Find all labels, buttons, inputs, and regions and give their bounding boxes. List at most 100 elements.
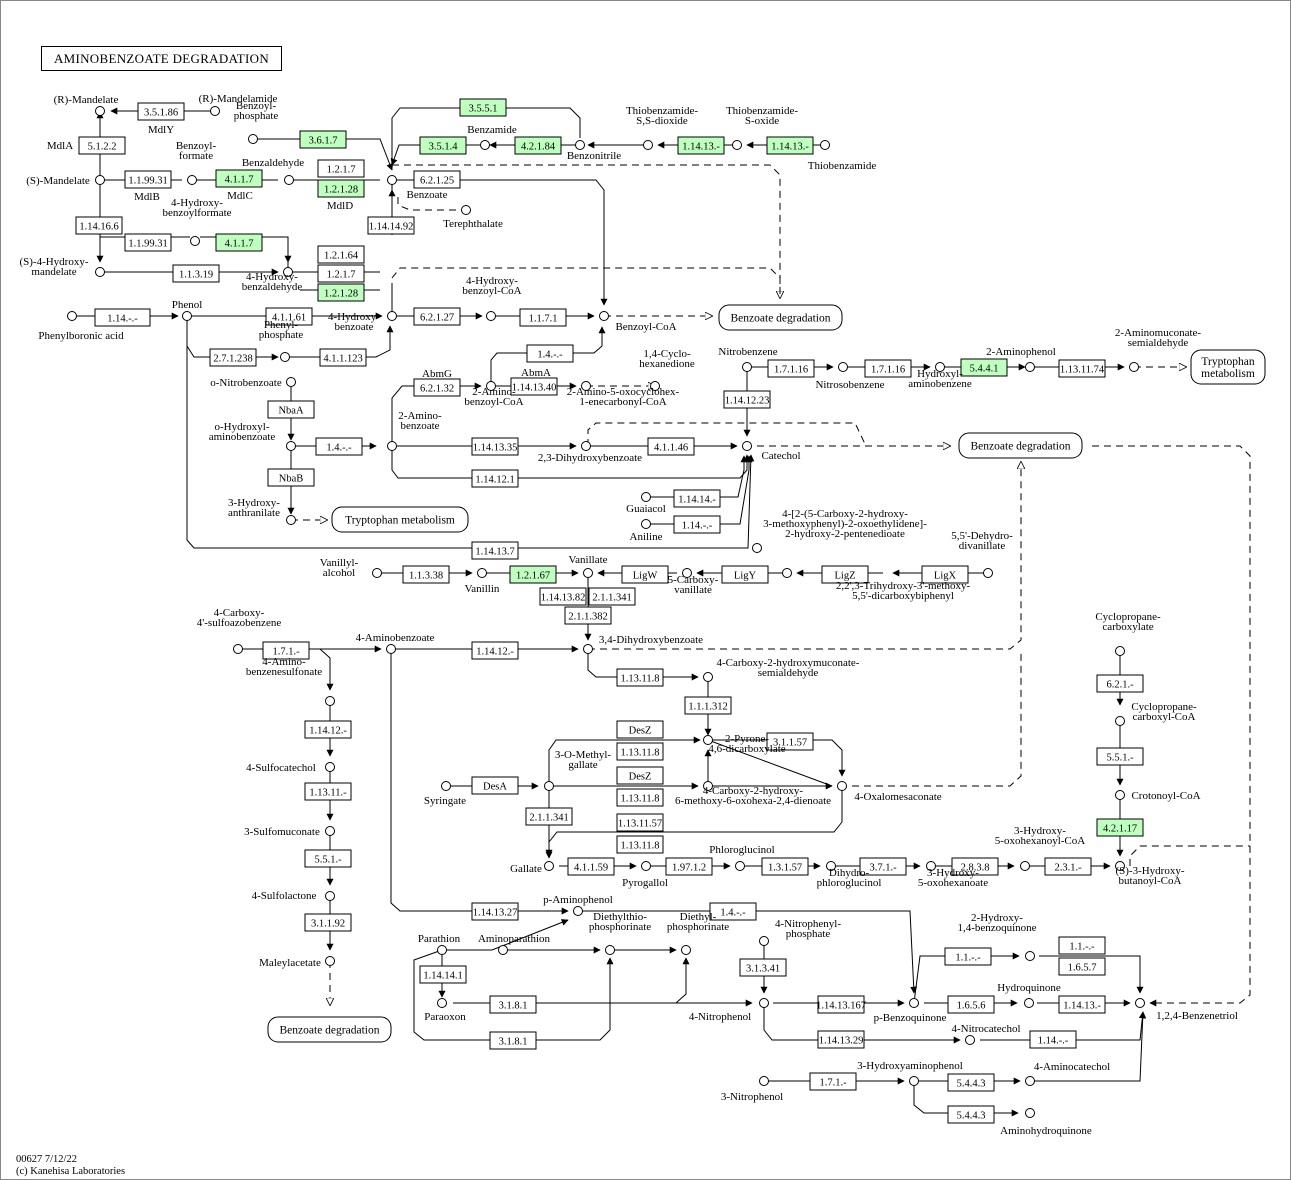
enzyme-box-1-14-13[interactable]: 1.14.13.- xyxy=(677,136,725,155)
enzyme-box-1-7-1-16[interactable]: 1.7.1.16 xyxy=(864,359,912,378)
enzyme-box-1-1-3-38[interactable]: 1.1.3.38 xyxy=(402,565,450,584)
compound-4-nitrophenol[interactable] xyxy=(759,998,769,1008)
enzyme-box-3-5-1-4[interactable]: 3.5.1.4 xyxy=(419,136,467,155)
enzyme-box-6-2-1-27[interactable]: 6.2.1.27 xyxy=(413,307,461,326)
enzyme-box-1-14-13-7[interactable]: 1.14.13.7 xyxy=(471,541,519,560)
enzyme-box-2-8-3-8[interactable]: 2.8.3.8 xyxy=(951,857,999,876)
compound-terephthalate[interactable] xyxy=(461,205,471,215)
compound-diethyl-phosphorinate[interactable] xyxy=(681,945,691,955)
enzyme-box-1-14-13-40[interactable]: 1.14.13.40 xyxy=(510,377,558,396)
compound-maleylacetate[interactable] xyxy=(325,956,335,966)
enzyme-box-1-2-1-64[interactable]: 1.2.1.64 xyxy=(317,245,365,264)
enzyme-box-4-2-1-17[interactable]: 4.2.1.17 xyxy=(1096,818,1144,837)
enzyme-box-1-2-1-7[interactable]: 1.2.1.7 xyxy=(317,264,365,283)
compound-aminoparathion[interactable] xyxy=(498,945,508,955)
compound-o-nitrobenzoate[interactable] xyxy=(286,377,296,387)
enzyme-box-5-4-4-3[interactable]: 5.4.4.3 xyxy=(947,1073,995,1092)
compound-crotonoyl-coa[interactable] xyxy=(1115,790,1125,800)
enzyme-box-5-4-4-1[interactable]: 5.4.4.1 xyxy=(960,358,1008,377)
compound-catechol[interactable] xyxy=(742,441,752,451)
enzyme-box-1-3-1-57[interactable]: 1.3.1.57 xyxy=(761,857,809,876)
compound-3-sulfomuconate[interactable] xyxy=(325,826,335,836)
compound-phenol[interactable] xyxy=(182,311,192,321)
enzyme-box-1-14-16-6[interactable]: 1.14.16.6 xyxy=(75,216,123,235)
enzyme-box-1-14[interactable]: 1.14.-.- xyxy=(94,308,151,327)
enzyme-box-6-2-1-25[interactable]: 6.2.1.25 xyxy=(413,170,461,189)
enzyme-box-1-13-11-8[interactable]: 1.13.11.8 xyxy=(616,788,664,807)
enzyme-box-nbab[interactable]: NbaB xyxy=(267,468,315,487)
enzyme-box-1-7-1-16[interactable]: 1.7.1.16 xyxy=(767,359,815,378)
compound-5-5-dehydro-divanillate[interactable] xyxy=(983,568,993,578)
enzyme-box-ligy[interactable]: LigY xyxy=(721,565,769,584)
enzyme-box-1-14-12[interactable]: 1.14.12.- xyxy=(304,720,352,739)
compound-s-4-hydroxy-mandelate[interactable] xyxy=(95,267,105,277)
compound-parathion[interactable] xyxy=(437,945,447,955)
compound-vanillate[interactable] xyxy=(583,568,593,578)
enzyme-box-1-2-1-67[interactable]: 1.2.1.67 xyxy=(509,565,557,584)
enzyme-box-1-14-12-1[interactable]: 1.14.12.1 xyxy=(471,469,519,488)
compound-3-4-dihydroxybenzoate[interactable] xyxy=(583,644,593,654)
enzyme-box-1-1-7-1[interactable]: 1.1.7.1 xyxy=(519,308,567,327)
compound-3-o-methyl-gallate[interactable] xyxy=(544,781,554,791)
enzyme-box-6-2-1[interactable]: 6.2.1.- xyxy=(1096,674,1144,693)
enzyme-box-ligx[interactable]: LigX xyxy=(921,565,969,584)
compound-pyrogallol[interactable] xyxy=(641,861,651,871)
enzyme-box-1-14-12-23[interactable]: 1.14.12.23 xyxy=(723,390,771,409)
compound-thiobenzamide[interactable] xyxy=(820,140,830,150)
compound-4-2-5-carboxy-2-hydroxy-3-methoxyphenyl-2-oxoethylidene-2-hydroxy-2-pentenedioate[interactable] xyxy=(752,543,762,553)
compound-3-hydroxy-anthranilate[interactable] xyxy=(286,515,296,525)
enzyme-box-1-14-13[interactable]: 1.14.13.- xyxy=(1058,995,1106,1014)
enzyme-box-1-14[interactable]: 1.14.-.- xyxy=(673,515,721,534)
compound-phenylboronic-acid[interactable] xyxy=(67,311,77,321)
compound-4-aminocatechol[interactable] xyxy=(1025,1076,1035,1086)
enzyme-box-1-2-1-28[interactable]: 1.2.1.28 xyxy=(317,179,365,198)
enzyme-box-4-1-1-7[interactable]: 4.1.1.7 xyxy=(215,169,263,188)
compound-p-benzoquinone[interactable] xyxy=(909,998,919,1008)
compound-2-amino-benzoate[interactable] xyxy=(387,441,397,451)
compound-benzamide[interactable] xyxy=(480,140,490,150)
compound-hydroxyl-aminobenzene[interactable] xyxy=(935,362,945,372)
enzyme-box-4-2-1-84[interactable]: 4.2.1.84 xyxy=(514,136,562,155)
compound-4-hydroxy-benzaldehyde[interactable] xyxy=(283,267,293,277)
compound-dihydro-phloroglucinol[interactable] xyxy=(826,861,836,871)
compound-cyclopropane-carboxylate[interactable] xyxy=(1115,646,1125,656)
enzyme-box-2-3-1[interactable]: 2.3.1.- xyxy=(1044,857,1092,876)
compound-4-sulfocatechol[interactable] xyxy=(325,762,335,772)
enzyme-box-1-1-1-312[interactable]: 1.1.1.312 xyxy=(684,696,732,715)
compound-guaiacol[interactable] xyxy=(641,492,651,502)
compound-2-3-dihydroxybenzoate[interactable] xyxy=(581,441,591,451)
compound-4-nitrophenyl-phosphate[interactable] xyxy=(759,936,769,946)
enzyme-box-1-14-13-167[interactable]: 1.14.13.167 xyxy=(816,995,866,1014)
enzyme-box-3-1-1-92[interactable]: 3.1.1.92 xyxy=(304,913,352,932)
compound-4-hydroxy-benzoyl-coa[interactable] xyxy=(486,311,496,321)
compound-2-aminophenol[interactable] xyxy=(1025,362,1035,372)
compound-2-2-3-trihydroxy-3-methoxy-5-5-dicarboxybiphenyl[interactable] xyxy=(782,568,792,578)
enzyme-box-1-13-11-74[interactable]: 1.13.11.74 xyxy=(1058,359,1106,378)
map-link-benzoate-degradation[interactable]: Benzoate degradation xyxy=(958,432,1083,459)
enzyme-box-3-1-8-1[interactable]: 3.1.8.1 xyxy=(489,995,537,1014)
compound-vanillin[interactable] xyxy=(477,568,487,578)
enzyme-box-5-1-2-2[interactable]: 5.1.2.2 xyxy=(78,136,126,155)
enzyme-box-4-1-1-61[interactable]: 4.1.1.61 xyxy=(265,307,313,326)
compound-2-aminomuconate-semialdehyde[interactable] xyxy=(1129,362,1139,372)
compound-benzonitrile[interactable] xyxy=(575,140,585,150)
compound-paraoxon[interactable] xyxy=(437,998,447,1008)
enzyme-box-desz[interactable]: DesZ xyxy=(616,720,664,739)
compound-benzoyl-phosphate[interactable] xyxy=(248,134,258,144)
enzyme-box-nbaa[interactable]: NbaA xyxy=(267,400,315,419)
compound-benzoyl-formate[interactable] xyxy=(187,175,197,185)
enzyme-box-1-7-1[interactable]: 1.7.1.- xyxy=(809,1072,857,1091)
compound-thiobenzamide-s-oxide[interactable] xyxy=(732,140,742,150)
map-link-benzoate-degradation[interactable]: Benzoate degradation xyxy=(267,1016,392,1043)
compound-3-hydroxy-5-oxohexanoate[interactable] xyxy=(926,861,936,871)
enzyme-box-1-14-14-1[interactable]: 1.14.14.1 xyxy=(419,965,467,984)
enzyme-box-5-4-4-3[interactable]: 5.4.4.3 xyxy=(947,1105,995,1124)
enzyme-box-1-1[interactable]: 1.1.-.- xyxy=(1058,936,1106,955)
map-link-benzoate-degradation[interactable]: Benzoate degradation xyxy=(718,304,843,331)
compound-2-pyrone-4-6-dicarboxylate[interactable] xyxy=(703,735,713,745)
enzyme-box-4-1-1-46[interactable]: 4.1.1.46 xyxy=(647,437,695,456)
enzyme-box-2-7-1-238[interactable]: 2.7.1.238 xyxy=(209,348,257,367)
compound-nitrobenzene[interactable] xyxy=(742,362,752,372)
compound-s-3-hydroxy-butanoyl-coa[interactable] xyxy=(1115,861,1125,871)
